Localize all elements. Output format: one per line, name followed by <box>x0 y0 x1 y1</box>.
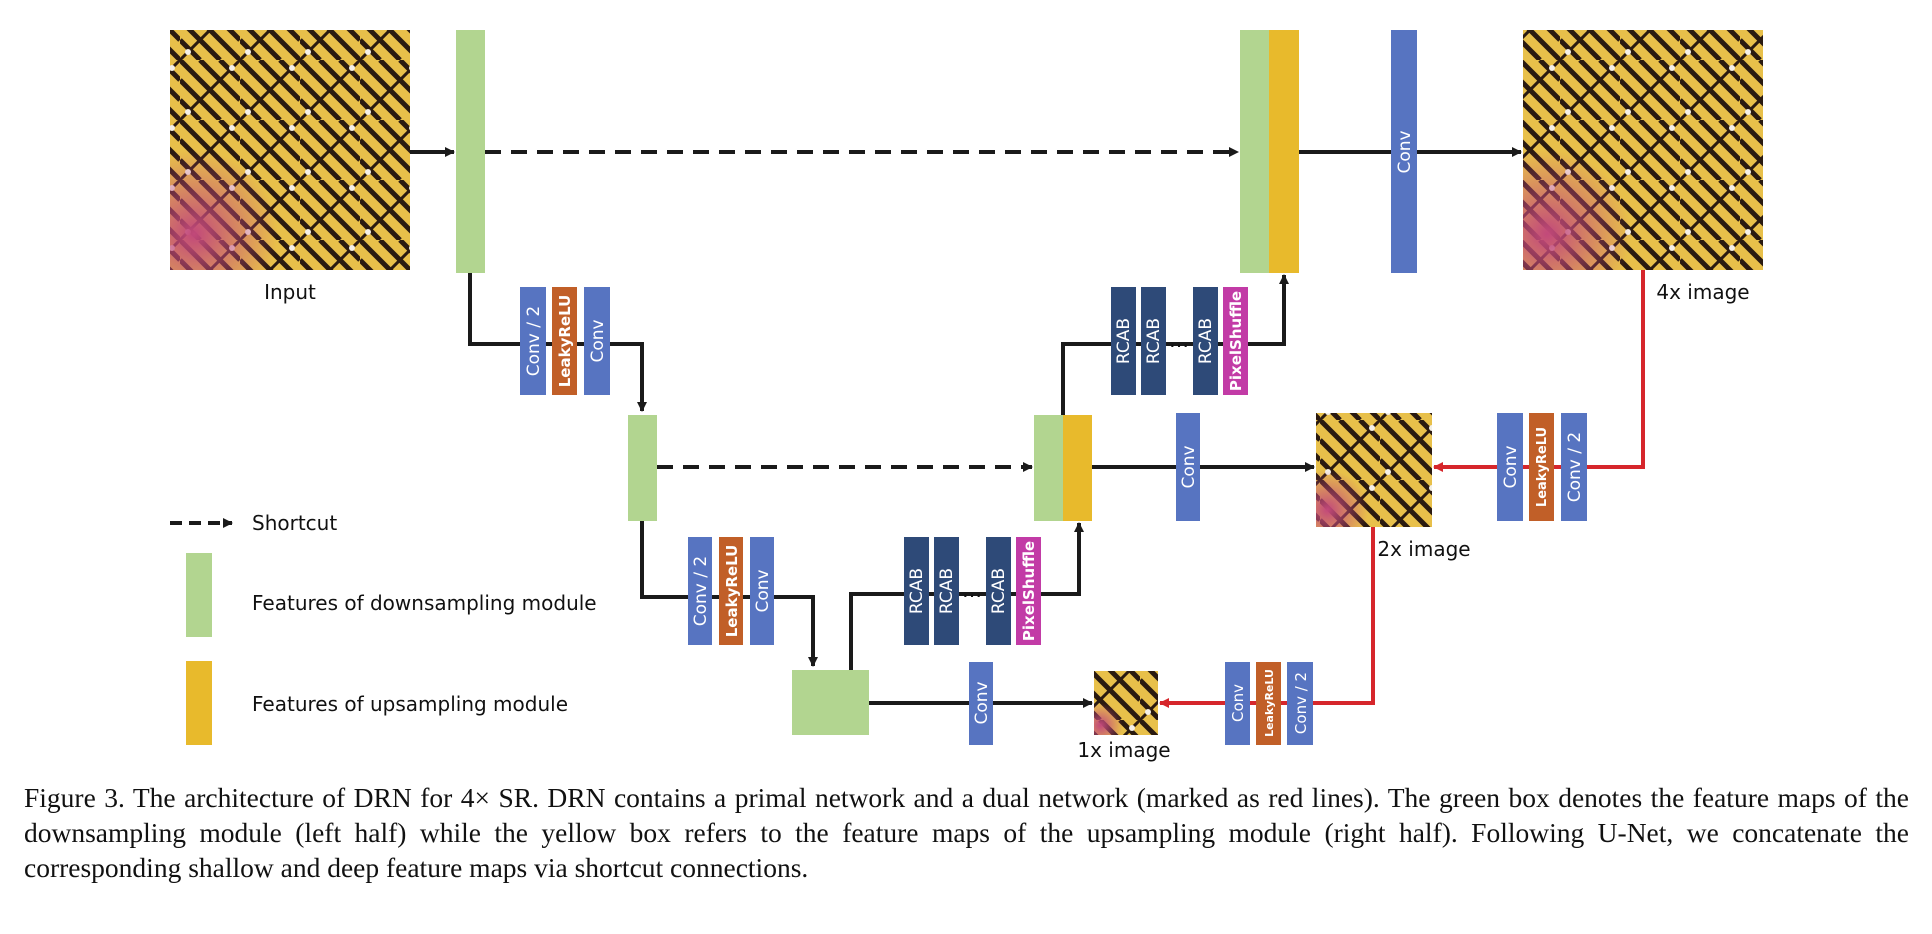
rcab-label: RCAB <box>907 568 927 614</box>
leakyrelu-label: LeakyReLU <box>556 295 574 388</box>
rcab-block-2c: RCAB <box>1193 287 1218 395</box>
conv-label: Conv <box>1179 445 1199 488</box>
conv-label: Conv <box>1395 130 1415 173</box>
output-1x-image <box>1094 671 1158 735</box>
leakyrelu-label: LeakyReLU <box>1535 427 1550 507</box>
dual-conv-downsample-block-2x: Conv / 2 <box>1561 413 1587 521</box>
output-4x-label: 4x image <box>1656 280 1749 304</box>
rcab-block-2a: RCAB <box>1111 287 1136 395</box>
down-feature-level-1 <box>456 30 485 273</box>
conv-label: Conv <box>1229 684 1247 722</box>
pixelshuffle-block-1: PixelShuffle <box>1016 537 1041 645</box>
conv2-label: Conv / 2 <box>524 306 544 376</box>
up-feature-level-1 <box>1269 30 1299 273</box>
output-4x-image <box>1523 30 1763 270</box>
rcab-block-1a: RCAB <box>904 537 929 645</box>
rcab-label: RCAB <box>989 568 1009 614</box>
down-feature-level-3 <box>792 670 869 735</box>
legend-down-label: Features of downsampling module <box>252 591 597 615</box>
input-image <box>170 30 410 270</box>
concat-green-level-2 <box>1034 415 1063 521</box>
conv-label: Conv <box>753 569 773 612</box>
conv-downsample-block-1: Conv / 2 <box>520 287 546 395</box>
conv2-label: Conv / 2 <box>1565 432 1585 502</box>
output-conv-4x: Conv <box>1391 30 1417 273</box>
leakyrelu-block-2: LeakyReLU <box>719 537 743 645</box>
rcab-label: RCAB <box>1144 318 1164 364</box>
output-2x-image <box>1316 413 1432 527</box>
leakyrelu-label: LeakyReLU <box>723 545 741 638</box>
upsample-path-1 <box>849 522 1084 670</box>
rcab-label: RCAB <box>1114 318 1134 364</box>
leakyrelu-block-1: LeakyReLU <box>552 287 577 395</box>
conv-label: Conv <box>1501 445 1521 488</box>
upsample-path-2 <box>1061 274 1289 415</box>
rcab-block-1b: RCAB <box>934 537 959 645</box>
ellipsis-1: … <box>962 578 982 602</box>
rcab-block-1c: RCAB <box>986 537 1011 645</box>
input-label: Input <box>264 280 316 304</box>
up-feature-level-2 <box>1063 415 1092 521</box>
legend-down-swatch <box>186 553 212 637</box>
conv-block-1: Conv <box>584 287 610 395</box>
drn-architecture-diagram: Input 4x image 2x image 1x image <box>170 30 1763 762</box>
rcab-block-2b: RCAB <box>1141 287 1166 395</box>
concat-green-level-1 <box>1240 30 1269 273</box>
conv2-label: Conv / 2 <box>691 556 711 626</box>
conv2-label: Conv / 2 <box>1292 672 1310 734</box>
legend-up-label: Features of upsampling module <box>252 692 568 716</box>
leakyrelu-label: LeakyReLU <box>1263 669 1276 737</box>
output-conv-1x: Conv <box>969 662 993 745</box>
pixelshuffle-label: PixelShuffle <box>1020 541 1038 641</box>
conv-downsample-block-2: Conv / 2 <box>688 537 712 645</box>
figure-caption: Figure 3. The architecture of DRN for 4×… <box>24 782 1909 883</box>
legend-up-swatch <box>186 661 212 745</box>
down-feature-level-2 <box>628 415 657 521</box>
ellipsis-2: … <box>1169 328 1189 352</box>
conv-label: Conv <box>588 319 608 362</box>
legend-shortcut-label: Shortcut <box>252 511 337 535</box>
output-2x-label: 2x image <box>1377 537 1470 561</box>
output-1x-label: 1x image <box>1077 738 1170 762</box>
legend: Shortcut Features of downsampling module… <box>170 511 597 745</box>
conv-block-2: Conv <box>750 537 774 645</box>
dual-conv-block-1x: Conv <box>1225 662 1250 745</box>
dual-conv-downsample-block-1x: Conv / 2 <box>1287 662 1313 745</box>
rcab-label: RCAB <box>937 568 957 614</box>
pixelshuffle-block-2: PixelShuffle <box>1223 287 1248 395</box>
dual-conv-block-2x: Conv <box>1497 413 1523 521</box>
output-conv-2x: Conv <box>1176 413 1200 521</box>
dual-leakyrelu-block-1x: LeakyReLU <box>1256 662 1281 745</box>
rcab-label: RCAB <box>1196 318 1216 364</box>
dual-leakyrelu-block-2x: LeakyReLU <box>1529 413 1554 521</box>
pixelshuffle-label: PixelShuffle <box>1227 291 1245 391</box>
conv-label: Conv <box>972 681 992 724</box>
